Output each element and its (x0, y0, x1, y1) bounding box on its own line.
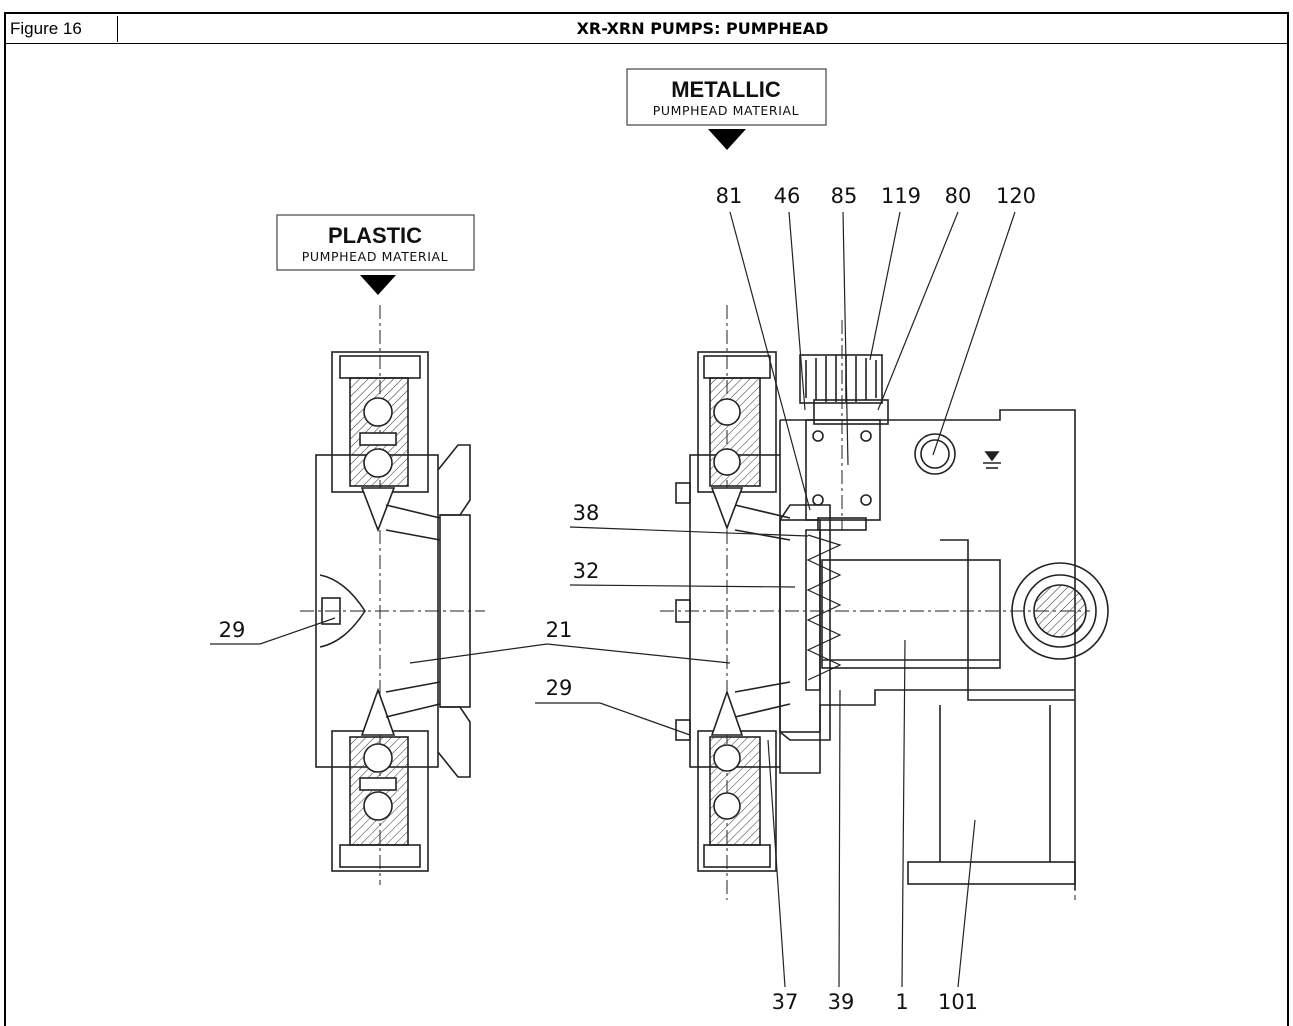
plastic-title: PLASTIC (328, 223, 422, 248)
metallic-title: METALLIC (671, 77, 781, 102)
callout-38: 38 (573, 501, 600, 525)
callout-101: 101 (938, 990, 978, 1014)
callout-46: 46 (774, 184, 801, 208)
callout-37: 37 (772, 990, 799, 1014)
metallic-subtitle: PUMPHEAD MATERIAL (653, 103, 799, 118)
plastic-pumphead-drawing (300, 305, 485, 885)
plastic-label-box: PLASTIC PUMPHEAD MATERIAL (276, 214, 475, 295)
plastic-subtitle: PUMPHEAD MATERIAL (302, 249, 448, 264)
callout-29-right: 29 (546, 676, 573, 700)
figure-title: XR-XRN PUMPS: PUMPHEAD (576, 19, 829, 38)
figure-frame: Figure 16 XR-XRN PUMPS: PUMPHEAD (4, 12, 1289, 1026)
callout-80: 80 (945, 184, 972, 208)
callout-120: 120 (996, 184, 1036, 208)
callout-numbers: 81 46 85 119 80 120 38 32 29 21 29 37 39… (219, 184, 1036, 1014)
leader-lines (210, 211, 1016, 988)
callout-32: 32 (573, 559, 600, 583)
callout-29-left: 29 (219, 618, 246, 642)
callout-81: 81 (716, 184, 743, 208)
plastic-pointer-icon (360, 275, 396, 295)
callout-1: 1 (895, 990, 908, 1014)
metallic-pumphead-drawing (660, 305, 1109, 900)
figure-header: Figure 16 XR-XRN PUMPS: PUMPHEAD (6, 14, 1287, 44)
figure-label: Figure 16 (6, 16, 118, 42)
callout-119: 119 (881, 184, 921, 208)
callout-39: 39 (828, 990, 855, 1014)
metallic-pointer-icon (708, 129, 746, 150)
callout-85: 85 (831, 184, 858, 208)
callout-21: 21 (546, 618, 573, 642)
metallic-label-box: METALLIC PUMPHEAD MATERIAL (626, 68, 827, 150)
